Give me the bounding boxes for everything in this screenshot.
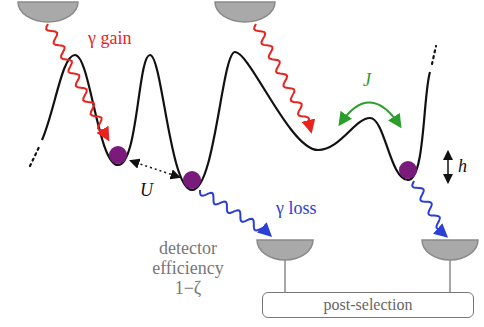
post-selection-box: post-selection [262, 292, 474, 318]
particle [399, 161, 417, 179]
detector [18, 2, 78, 22]
loss-label: γ loss [276, 198, 316, 218]
particle [183, 171, 201, 189]
hopping-label: J [363, 70, 371, 90]
detector-wire [449, 260, 451, 293]
particle [109, 146, 127, 164]
curve-continuation [432, 46, 436, 64]
detector [257, 240, 313, 260]
detector-wire [284, 260, 286, 293]
offset-label: h [458, 156, 467, 176]
gain-label: γ gain [88, 28, 131, 48]
photon-arrow [412, 181, 446, 236]
offset-arrow [447, 152, 449, 182]
curve-continuation [30, 145, 40, 166]
box-text: post-selection [324, 296, 413, 314]
detector [422, 240, 478, 260]
interaction-label: U [140, 180, 153, 200]
efficiency-label: detector efficiency 1−ζ [140, 238, 236, 298]
interaction-arrow [131, 161, 179, 177]
detector [215, 2, 275, 22]
hopping-arrow [340, 102, 400, 126]
photon-arrow [254, 24, 311, 131]
photon-arrow [200, 190, 270, 235]
